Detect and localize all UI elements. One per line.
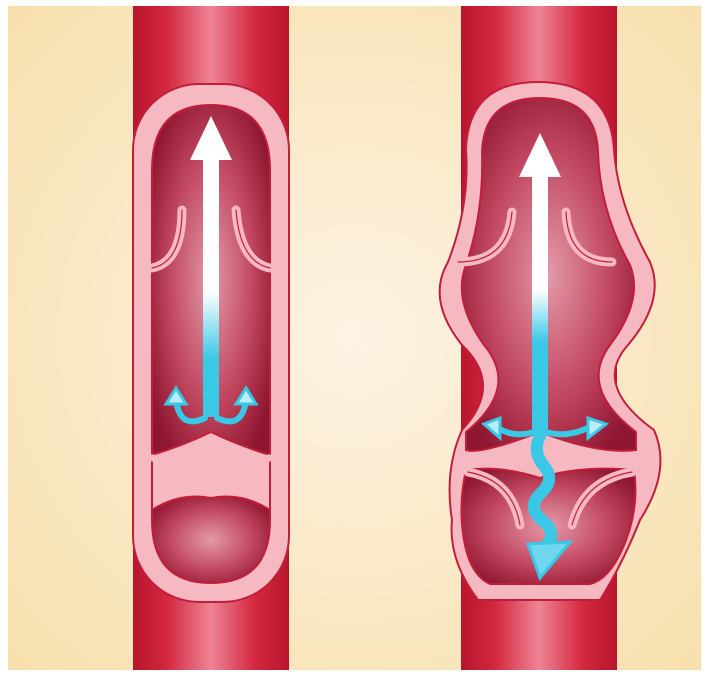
flow-arrow-shaft-right [532,172,548,434]
lower-chamber-left [152,497,270,584]
flow-arrow-shaft-left [203,155,219,417]
healthy-vein [133,6,289,670]
